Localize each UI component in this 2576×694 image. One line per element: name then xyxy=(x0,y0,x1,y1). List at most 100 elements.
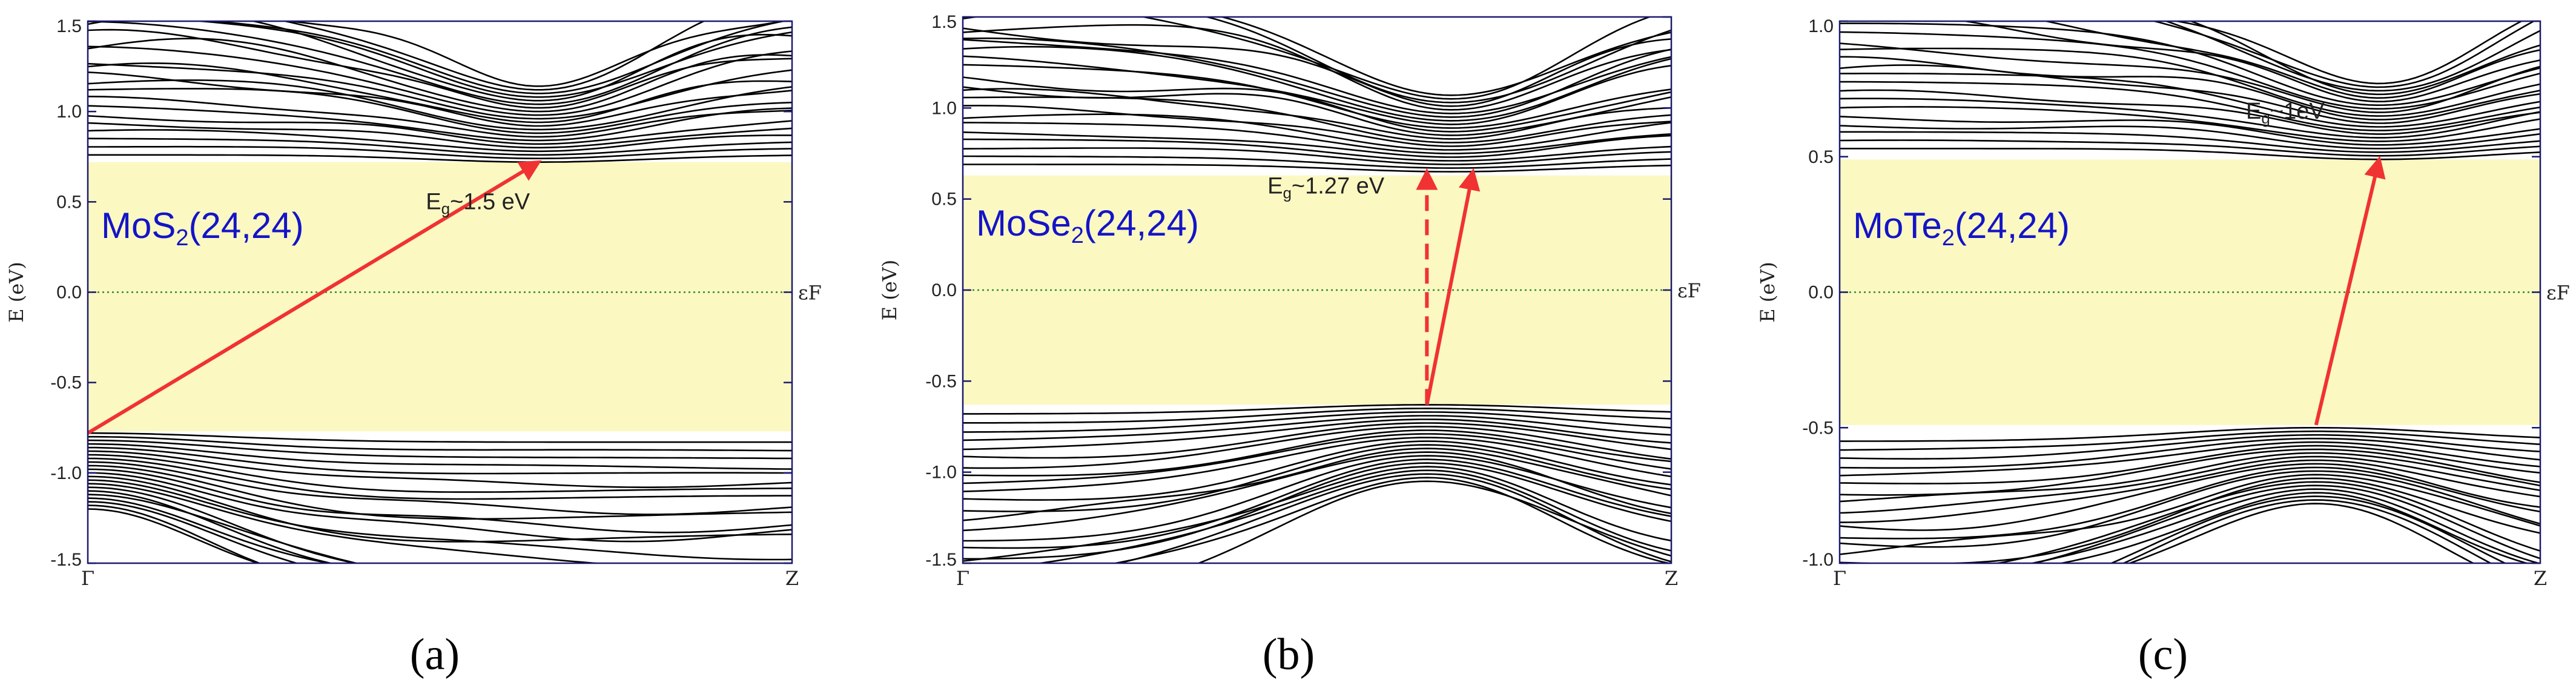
valence-band xyxy=(963,404,1671,415)
valence-band xyxy=(88,490,334,563)
y-tick-label: -1.0 xyxy=(925,463,957,483)
valence-band xyxy=(2127,503,2475,563)
valence-band xyxy=(1840,455,2540,514)
conduction-band xyxy=(963,17,1671,104)
fermi-label: εF xyxy=(1677,279,1701,302)
valence-band xyxy=(1116,473,1671,563)
band-gap-value: ~1eV xyxy=(2270,99,2325,124)
conduction-band xyxy=(88,62,792,120)
transition-arrow xyxy=(2314,156,2386,426)
valence-band xyxy=(2122,499,2492,563)
conduction-band xyxy=(1840,89,2540,135)
fermi-label: εF xyxy=(798,282,822,305)
panel-label: (a) xyxy=(410,630,460,679)
conduction-band xyxy=(1960,21,2540,103)
valence-band xyxy=(963,429,1671,477)
x-tick-label: Z xyxy=(785,567,799,590)
material-tail: (24,24) xyxy=(1955,205,2070,246)
valence-band xyxy=(1840,459,2540,523)
conduction-band xyxy=(1840,116,2540,146)
band-gap-label: Eg~1.27 eV xyxy=(1267,174,1385,202)
conduction-band xyxy=(88,62,792,124)
valence-band xyxy=(88,450,792,488)
conduction-band xyxy=(2043,21,2540,99)
valence-band xyxy=(963,408,1671,424)
valence-band xyxy=(963,422,1671,459)
valence-band xyxy=(1111,477,1671,563)
band-gap-shade xyxy=(88,162,792,432)
conduction-band xyxy=(2164,21,2540,92)
conduction-band xyxy=(963,55,1671,125)
material-subscript: 2 xyxy=(1942,225,1955,251)
valence-band xyxy=(2057,492,2530,563)
conduction-band xyxy=(2172,21,2523,85)
conduction-band xyxy=(1139,17,1652,100)
valence-band xyxy=(963,440,1671,501)
valence-band xyxy=(1840,463,2540,531)
valence-band xyxy=(88,472,792,543)
y-tick-label: -0.5 xyxy=(1802,418,1834,438)
band-gap-e: E xyxy=(2246,99,2261,124)
valence-band xyxy=(88,464,792,520)
valence-band xyxy=(88,494,360,563)
conduction-band xyxy=(282,21,706,91)
material-label: MoSe2(24,24) xyxy=(976,203,1199,248)
conduction-band xyxy=(1840,148,2540,160)
conduction-band xyxy=(1840,42,2540,113)
band-gap-value: ~1.27 eV xyxy=(1292,174,1385,199)
y-axis-label: E (eV) xyxy=(1756,262,1779,323)
band-gap-value: ~1.5 eV xyxy=(450,189,530,214)
panel-label: (b) xyxy=(1263,630,1315,679)
y-tick-label: -0.5 xyxy=(925,371,957,391)
valence-band xyxy=(963,466,1671,562)
conduction-band xyxy=(88,129,792,153)
band-gap-subscript: g xyxy=(1283,184,1291,202)
band-gap-e: E xyxy=(426,189,441,214)
conduction-band xyxy=(88,96,792,138)
y-tick-label: -1.0 xyxy=(1802,550,1834,570)
conduction-band xyxy=(1840,106,2540,142)
valence-band xyxy=(88,446,792,475)
x-tick-label: Γ xyxy=(81,567,94,590)
transition-arrow xyxy=(1425,168,1481,406)
conduction-band xyxy=(88,137,792,156)
conduction-band xyxy=(88,154,792,163)
conduction-band xyxy=(963,104,1671,147)
conduction-band xyxy=(2188,21,2540,96)
conduction-band xyxy=(1840,22,2540,107)
valence-band xyxy=(88,504,262,563)
valence-band xyxy=(1840,477,2540,563)
material-subscript: 2 xyxy=(1071,223,1084,248)
valence-band xyxy=(1840,430,2540,451)
valence-band xyxy=(88,501,300,563)
plot-area xyxy=(1840,21,2540,563)
valence-band xyxy=(88,435,792,452)
conduction-band xyxy=(963,76,1671,133)
valence-band xyxy=(1840,474,2540,555)
material-subscript: 2 xyxy=(176,225,188,251)
conduction-band xyxy=(88,88,792,134)
valence-band xyxy=(963,444,1671,512)
conduction-band xyxy=(963,45,1671,122)
y-tick-label: 0.5 xyxy=(1808,147,1834,167)
conduction-band xyxy=(963,27,1671,107)
y-tick-label: -0.5 xyxy=(50,373,82,393)
valence-band xyxy=(88,508,260,563)
band-gap-e: E xyxy=(1267,174,1283,199)
y-axis-label: E (eV) xyxy=(5,262,28,323)
conduction-band xyxy=(88,79,792,131)
valence-band xyxy=(963,448,1671,521)
conduction-band xyxy=(963,86,1671,136)
valence-band xyxy=(963,418,1671,451)
y-tick-label: 0.5 xyxy=(56,192,82,212)
transition-arrow xyxy=(87,160,542,435)
valence-band xyxy=(88,432,792,443)
conduction-band xyxy=(1840,131,2540,153)
conduction-band xyxy=(1840,81,2540,131)
valence-band xyxy=(88,439,792,460)
conduction-band xyxy=(88,105,792,142)
conduction-band xyxy=(88,145,792,159)
y-tick-label: 1.0 xyxy=(931,98,957,118)
